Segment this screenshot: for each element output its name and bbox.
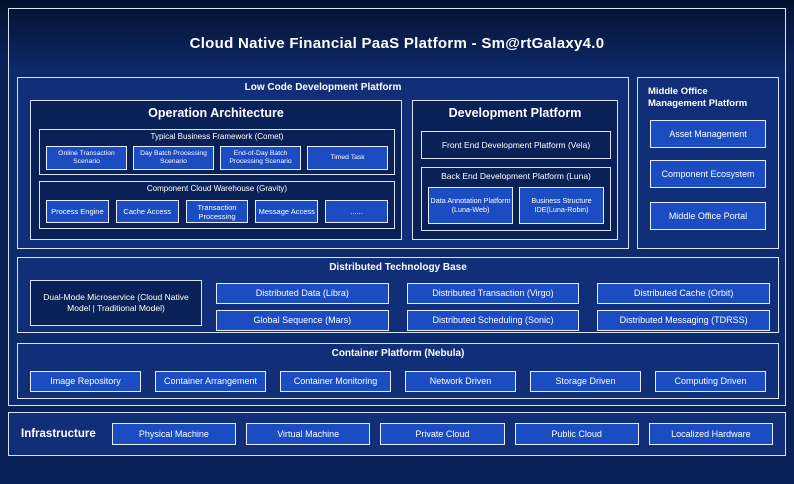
diagram-title: Cloud Native Financial PaaS Platform - S… — [189, 35, 605, 52]
box-network-driven: Network Driven — [405, 371, 516, 392]
box-end-of-day-batch-processing-scenario: End-of-Day Batch Processing Scenario — [220, 146, 301, 170]
section-infrastructure: Infrastructure Physical Machine Virtual … — [8, 412, 786, 456]
box-business-structure-ide: Business Structure IDE(Luna-Robin) — [519, 187, 604, 224]
box-private-cloud: Private Cloud — [380, 423, 505, 445]
box-back-end-development-platform: Back End Development Platform (Luna) Dat… — [421, 167, 611, 231]
box-ellipsis: ...... — [325, 200, 388, 223]
box-front-end-development-platform: Front End Development Platform (Vela) — [421, 131, 611, 159]
box-dual-mode-microservice: Dual-Mode Microservice (Cloud Native Mod… — [30, 280, 202, 326]
section-container-platform: Container Platform (Nebula) Image Reposi… — [17, 343, 779, 399]
box-development-platform: Development Platform Front End Developme… — [412, 100, 618, 240]
section-middle-office-management: Middle Office Management Platform Asset … — [637, 77, 779, 249]
box-distributed-transaction: Distributed Transaction (Virgo) — [406, 283, 580, 304]
box-process-engine: Process Engine — [46, 200, 109, 223]
box-computing-driven: Computing Driven — [655, 371, 766, 392]
box-cache-access: Cache Access — [115, 200, 179, 223]
box-component-cloud-warehouse: Component Cloud Warehouse (Gravity) Proc… — [39, 181, 395, 229]
box-day-batch-processing-scenario: Day Batch Processing Scenario — [133, 146, 214, 170]
box-middle-office-portal: Middle Office Portal — [650, 202, 766, 230]
section-distributed-technology-base: Distributed Technology Base Dual-Mode Mi… — [17, 257, 779, 333]
box-distributed-messaging: Distributed Messaging (TDRSS) — [597, 310, 770, 331]
component-cloud-warehouse-title: Component Cloud Warehouse (Gravity) — [146, 184, 288, 193]
distributed-grid: Distributed Data (Libra) Distributed Tra… — [216, 283, 770, 331]
development-platform-title: Development Platform — [448, 106, 582, 120]
box-transaction-processing: Transaction Processing — [185, 200, 249, 223]
box-container-monitoring: Container Monitoring — [280, 371, 391, 392]
box-container-arrangement: Container Arrangement — [155, 371, 266, 392]
back-end-row: Data Annotation Platform (Luna-Web) Busi… — [428, 187, 604, 224]
box-operation-architecture: Operation Architecture Typical Business … — [30, 100, 402, 240]
box-localized-hardware: Localized Hardware — [648, 423, 774, 445]
box-component-ecosystem: Component Ecosystem — [650, 160, 766, 188]
container-platform-title: Container Platform (Nebula) — [331, 348, 465, 359]
box-distributed-scheduling: Distributed Scheduling (Sonic) — [406, 310, 580, 331]
box-data-annotation-platform: Data Annotation Platform (Luna-Web) — [428, 187, 513, 224]
box-physical-machine: Physical Machine — [111, 423, 237, 445]
box-public-cloud: Public Cloud — [514, 423, 639, 445]
box-virtual-machine: Virtual Machine — [246, 423, 371, 445]
box-image-repository: Image Repository — [30, 371, 141, 392]
box-asset-management: Asset Management — [650, 120, 766, 148]
section-low-code-development-platform: Low Code Development Platform Operation … — [17, 77, 629, 249]
typical-business-framework-title: Typical Business Framework (Comet) — [150, 132, 284, 141]
component-cloud-warehouse-row: Process Engine Cache Access Transaction … — [46, 200, 388, 223]
infrastructure-title: Infrastructure — [21, 428, 96, 440]
box-online-transaction-scenario: Online Transaction Scenario — [46, 146, 127, 170]
low-code-title: Low Code Development Platform — [244, 82, 402, 93]
operation-architecture-title: Operation Architecture — [148, 106, 284, 120]
box-typical-business-framework: Typical Business Framework (Comet) Onlin… — [39, 129, 395, 175]
box-distributed-data: Distributed Data (Libra) — [216, 283, 389, 304]
box-storage-driven: Storage Driven — [530, 371, 641, 392]
box-distributed-cache: Distributed Cache (Orbit) — [597, 283, 770, 304]
middle-office-title: Middle Office Management Platform — [648, 86, 748, 110]
typical-business-framework-row: Online Transaction Scenario Day Batch Pr… — [46, 146, 388, 170]
distributed-base-title: Distributed Technology Base — [329, 262, 467, 273]
container-platform-row: Image Repository Container Arrangement C… — [30, 371, 766, 392]
back-end-development-platform-title: Back End Development Platform (Luna) — [441, 171, 591, 181]
platform-panel: Cloud Native Financial PaaS Platform - S… — [8, 8, 786, 406]
box-global-sequence: Global Sequence (Mars) — [216, 310, 389, 331]
box-message-access: Message Access — [255, 200, 319, 223]
box-timed-task: Timed Task — [307, 146, 388, 170]
